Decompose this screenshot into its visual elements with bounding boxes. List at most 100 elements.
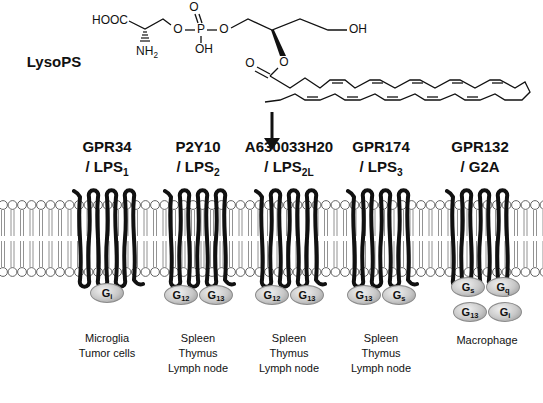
lipid-tail: [251, 210, 252, 236]
lipid-head: [512, 201, 521, 210]
tissue-label-line: Spleen: [272, 332, 306, 344]
gpcr-receptor: [165, 190, 234, 287]
subscript: 3: [397, 166, 403, 177]
lipid-tail: [258, 210, 259, 236]
lipid-tail: [232, 241, 233, 267]
lipid-tail: [438, 210, 439, 236]
lipid-tail: [403, 241, 404, 267]
receptor-name-line: / LPS2: [176, 159, 219, 176]
lipid-tail: [403, 210, 404, 236]
lipid-tail: [229, 210, 230, 236]
lipid-tail: [346, 241, 347, 267]
lipid-head: [417, 268, 426, 277]
subscript: 13: [307, 294, 315, 303]
receptor-name: / G2A: [460, 158, 499, 175]
lipid-tail: [248, 241, 249, 267]
g-protein-label: Gi: [102, 288, 113, 299]
lipid-tail: [277, 241, 278, 267]
lipid-head: [521, 201, 530, 210]
g-protein-name: G: [173, 289, 182, 301]
receptor-name: A630033H20: [245, 138, 333, 155]
lipid-head: [436, 268, 445, 277]
molecule-name: LysoPS: [27, 53, 81, 70]
g-protein-name: G: [356, 289, 365, 301]
lipid-tail: [58, 210, 59, 236]
lipid-tail: [324, 241, 325, 267]
atom-label: O: [173, 22, 182, 36]
atom-label: OH: [195, 42, 213, 56]
lipid-tail: [156, 241, 157, 267]
lipid-tail: [517, 210, 518, 236]
subscript: 13: [216, 294, 224, 303]
subscript: 12: [181, 294, 189, 303]
subscript: 1: [123, 166, 129, 177]
g-protein-name: G: [299, 289, 308, 301]
lipid-tail: [229, 241, 230, 267]
lipid-tail: [467, 210, 468, 236]
g-protein: G12: [164, 285, 198, 305]
lipid-head: [341, 268, 350, 277]
gpcr-receptor: [348, 190, 417, 287]
g-protein-label: G13: [462, 307, 479, 318]
lipid-tail: [30, 210, 31, 236]
lipid-tail: [327, 210, 328, 236]
g-protein-label: Gs: [393, 290, 406, 301]
tissue-label: Microglia: [85, 332, 129, 344]
lipid-tail: [457, 241, 458, 267]
lipid-tail: [524, 241, 525, 267]
lipid-head: [27, 268, 36, 277]
lipid-head: [540, 268, 543, 277]
lipid-tail: [156, 210, 157, 236]
tissue-label: Macrophage: [456, 334, 517, 346]
lipid-tail: [20, 241, 21, 267]
g-protein-label: G12: [264, 290, 281, 301]
lipid-head: [65, 201, 74, 210]
tissue-label-line: Spleen: [181, 332, 215, 344]
g-protein-label: G13: [299, 290, 316, 301]
g-protein: G13: [290, 285, 324, 305]
lipid-tail: [324, 210, 325, 236]
lipid-head: [56, 268, 65, 277]
lipid-head: [236, 268, 245, 277]
lipid-tail: [441, 210, 442, 236]
lipid-tail: [429, 210, 430, 236]
tissue-label-line: Lymph node: [259, 362, 319, 374]
tissue-label-line: Spleen: [364, 332, 398, 344]
lipid-tail: [175, 241, 176, 267]
lipid-tail: [413, 241, 414, 267]
lipid-tail: [346, 210, 347, 236]
lipid-tail: [267, 210, 268, 236]
g-protein-label: G13: [356, 290, 373, 301]
lipid-tail: [232, 210, 233, 236]
g-protein-label: G12: [173, 290, 190, 301]
lipid-head: [0, 268, 7, 277]
receptor-name-line: A630033H20: [245, 139, 333, 156]
lipid-tail: [343, 241, 344, 267]
lipid-tail: [514, 241, 515, 267]
lipid-head: [246, 201, 255, 210]
lipid-tail: [204, 241, 205, 267]
lipid-tail: [448, 241, 449, 267]
lipid-tail: [441, 241, 442, 267]
lipid-tail: [61, 241, 62, 267]
lipid-tail: [429, 241, 430, 267]
tissue-label: Thymus: [178, 347, 217, 359]
lipid-tail: [77, 241, 78, 267]
subscript: 2: [153, 51, 158, 60]
tissue-label-line: Lymph node: [168, 362, 228, 374]
subscript: q: [505, 286, 510, 295]
subscript: 2: [214, 166, 220, 177]
lipid-tail: [514, 210, 515, 236]
lipid-tail: [438, 241, 439, 267]
lipid-tail: [457, 210, 458, 236]
lipid-head: [341, 201, 350, 210]
g-protein-name: G: [496, 281, 505, 293]
lipid-tail: [191, 210, 192, 236]
g-protein-name: G: [393, 289, 402, 301]
lipid-tail: [248, 210, 249, 236]
g-protein-name: G: [208, 289, 217, 301]
tissue-label: Lymph node: [259, 362, 319, 374]
lipid-tail: [185, 210, 186, 236]
lipid-head: [531, 201, 540, 210]
